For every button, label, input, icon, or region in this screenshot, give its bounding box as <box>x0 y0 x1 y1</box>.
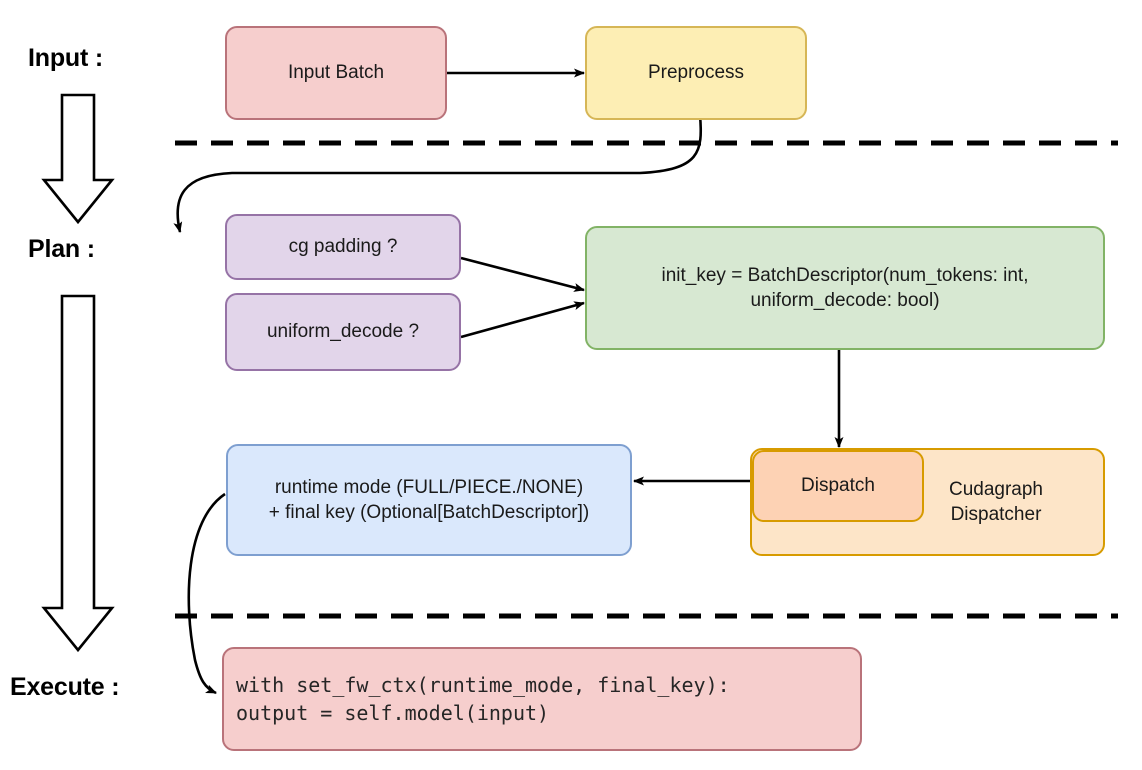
arrow-runtime-mode-to-execute-code <box>187 492 226 695</box>
node-dispatch-label: Dispatch <box>801 475 875 497</box>
node-dispatch[interactable]: Dispatch <box>752 450 924 522</box>
node-init-key[interactable]: init_key = BatchDescriptor(num_tokens: i… <box>585 226 1105 350</box>
node-cg-padding[interactable]: cg padding ? <box>225 214 461 280</box>
node-input-batch-label: Input Batch <box>287 62 385 84</box>
node-uniform-decode-label: uniform_decode ? <box>266 321 420 343</box>
node-uniform-decode[interactable]: uniform_decode ? <box>225 293 461 371</box>
node-runtime-mode-label: runtime mode (FULL/PIECE./NONE) + final … <box>268 476 590 523</box>
node-preprocess-label: Preprocess <box>647 62 745 84</box>
node-init-key-label: init_key = BatchDescriptor(num_tokens: i… <box>661 264 1029 311</box>
stage-label-execute: Execute : <box>10 673 120 701</box>
node-execute-code-label: with set_fw_ctx(runtime_mode, final_key)… <box>236 672 730 725</box>
stage-label-input: Input : <box>28 44 103 72</box>
stage-arrow-input-to-plan <box>41 93 115 225</box>
arrow-uniform-decode-to-init-key <box>460 301 585 339</box>
stage-label-plan: Plan : <box>28 235 95 263</box>
node-execute-code[interactable]: with set_fw_ctx(runtime_mode, final_key)… <box>222 647 862 751</box>
node-preprocess[interactable]: Preprocess <box>585 26 807 120</box>
stage-arrow-plan-to-execute <box>41 294 115 653</box>
node-runtime-mode[interactable]: runtime mode (FULL/PIECE./NONE) + final … <box>226 444 632 556</box>
node-cg-padding-label: cg padding ? <box>288 236 398 258</box>
arrow-cg-padding-to-init-key <box>460 256 585 292</box>
node-input-batch[interactable]: Input Batch <box>225 26 447 120</box>
node-cudagraph-dispatcher-label: Cudagraph Dispatcher <box>948 478 1044 525</box>
